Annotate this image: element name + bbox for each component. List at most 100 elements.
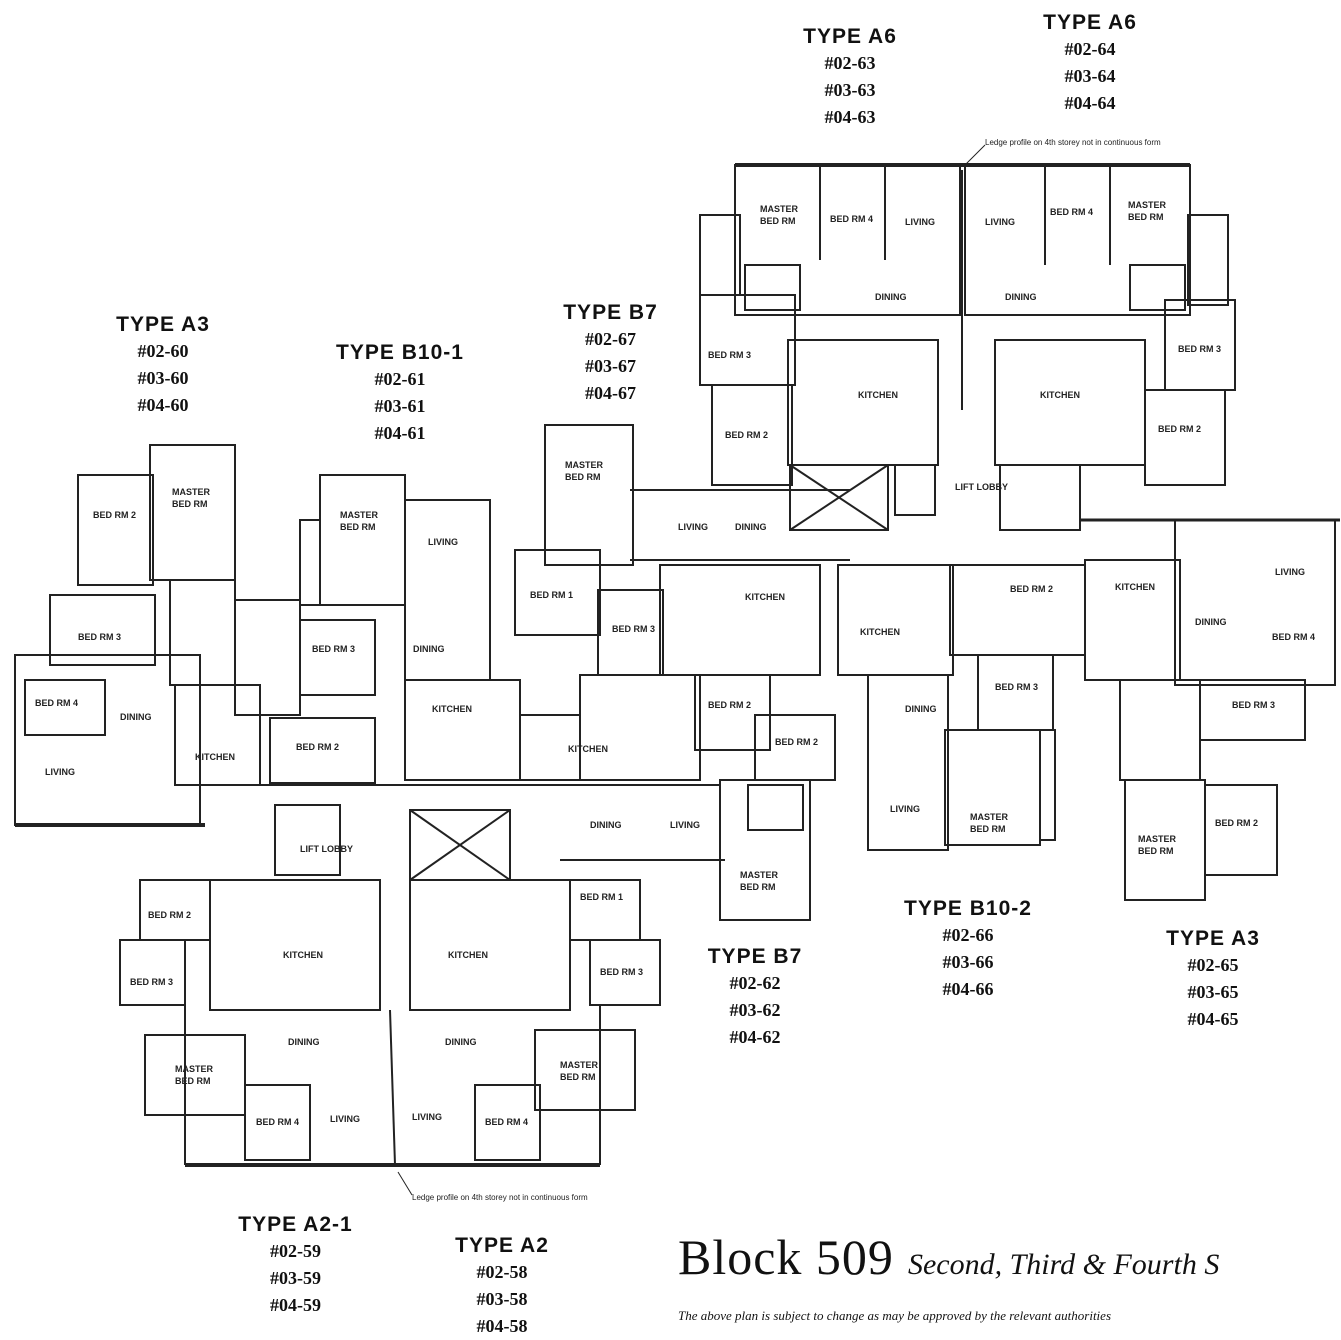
room-living-a6-right: LIVING [985,217,1015,227]
unit-type: TYPE B7 [563,301,658,324]
unit-number: #03-59 [270,1268,321,1289]
room-kitchen-b10-2: KITCHEN [860,627,900,637]
room-master-a6-right-2: BED RM [1128,212,1164,222]
room-master-a3l-2: BED RM [172,499,208,509]
room-bed2-b10-1: BED RM 2 [296,742,339,752]
unit-b10-2-plan [837,564,1086,851]
room-bed4-a6-right: BED RM 4 [1050,207,1093,217]
room-dining-b10-1: DINING [413,644,445,654]
unit-number: #02-60 [137,341,189,362]
unit-label-a6-right: TYPE A6 #02-64 #03-64 #04-64 [1040,10,1140,117]
unit-type: TYPE A6 [1043,11,1137,34]
unit-a3-left-plan [14,444,261,827]
unit-number: #04-59 [270,1295,321,1316]
room-bed3-b10-1: BED RM 3 [312,644,355,654]
room-bed2-a3r: BED RM 2 [1215,818,1258,828]
unit-label-a2-1: TYPE A2-1 #02-59 #03-59 #04-59 [228,1212,363,1319]
room-kitchen-a3l: KITCHEN [195,752,235,762]
unit-number: #02-64 [1064,39,1116,60]
unit-number: #02-63 [824,53,876,74]
unit-number: #04-63 [824,107,876,128]
room-master-b10-1-b: BED RM [340,522,376,532]
room-master-a3r-2: BED RM [1138,846,1174,856]
unit-number: #04-66 [942,979,994,1000]
block-name: Block 509 [678,1229,894,1285]
room-master-b10-1: MASTER [340,510,379,520]
unit-type: TYPE B10-1 [336,341,464,364]
unit-number: #04-60 [137,395,189,416]
unit-label-a3-left: TYPE A3 #02-60 #03-60 #04-60 [108,312,218,419]
unit-label-b10-1: TYPE B10-1 #02-61 #03-61 #04-61 [330,340,470,447]
room-master-b10-2: MASTER [970,812,1009,822]
unit-label-b10-2: TYPE B10-2 #02-66 #03-66 #04-66 [898,896,1038,1003]
room-bed2-b7t: BED RM 2 [708,700,751,710]
room-bed3-a6-left: BED RM 3 [708,350,751,360]
room-bed3-b7t: BED RM 3 [612,624,655,634]
room-living-b7b: LIVING [670,820,700,830]
room-living-a6-left: LIVING [905,217,935,227]
room-master-b7b-2: BED RM [740,882,776,892]
unit-number: #02-65 [1187,955,1239,976]
unit-number: #02-59 [270,1241,321,1262]
unit-b10-1-plan [234,474,521,784]
unit-type: TYPE A3 [116,313,210,336]
unit-type: TYPE B7 [707,945,803,968]
room-kitchen-a2-1: KITCHEN [283,950,323,960]
room-kitchen-a3r: KITCHEN [1115,582,1155,592]
room-bed2-a6-left: BED RM 2 [725,430,768,440]
unit-number: #03-62 [729,1000,781,1021]
unit-number: #03-64 [1064,66,1116,87]
room-bed2-a2-1: BED RM 2 [148,910,191,920]
room-living-b10-2: LIVING [890,804,920,814]
unit-a6-left-plan [699,164,961,531]
room-master-a3r: MASTER [1138,834,1177,844]
disclaimer-text: The above plan is subject to change as m… [678,1308,1111,1323]
unit-number: #03-67 [585,356,636,377]
room-dining-a3l: DINING [120,712,152,722]
room-living-a2-1: LIVING [330,1114,360,1124]
room-lift-a6: LIFT LOBBY [955,482,1008,492]
room-bed3-a6-right: BED RM 3 [1178,344,1221,354]
ledge-note-top: Ledge profile on 4th storey not in conti… [964,138,1161,166]
room-bed3-a2: BED RM 3 [600,967,643,977]
unit-number: #04-58 [476,1316,528,1337]
room-bed2-a3l: BED RM 2 [93,510,136,520]
unit-label-a6-left: TYPE A6 #02-63 #03-63 #04-63 [800,24,900,131]
unit-number: #03-66 [942,952,994,973]
room-dining-b7t: DINING [735,522,767,532]
room-bed2-b7b: BED RM 2 [775,737,818,747]
unit-number: #03-58 [476,1289,528,1310]
ledge-note-top-text: Ledge profile on 4th storey not in conti… [985,138,1161,147]
room-dining-a6-right: DINING [1005,292,1037,302]
room-bed4-a2: BED RM 4 [485,1117,528,1127]
room-kitchen-a2: KITCHEN [448,950,488,960]
room-dining-a6-left: DINING [875,292,907,302]
unit-number: #04-61 [374,423,426,444]
room-master-b7b: MASTER [740,870,779,880]
room-kitchen-a6-left: KITCHEN [858,390,898,400]
unit-label-b7-top: TYPE B7 #02-67 #03-67 #04-67 [558,300,663,407]
unit-a2-1-plan [119,804,395,1167]
room-kitchen-a6-right: KITCHEN [1040,390,1080,400]
unit-type: TYPE A6 [803,25,897,48]
room-master-a2-b: BED RM [560,1072,596,1082]
room-master-bed-a6-left: MASTER [760,204,799,214]
room-bed3-a3r: BED RM 3 [1232,700,1275,710]
room-bed4-a2-1: BED RM 4 [256,1117,299,1127]
room-labels: MASTER BED RM BED RM 4 LIVING LIVING BED… [35,200,1315,1127]
unit-type: TYPE B10-2 [904,897,1032,920]
ledge-note-bottom-text: Ledge profile on 4th storey not in conti… [412,1193,588,1202]
unit-number: #04-65 [1187,1009,1239,1030]
room-master-b7t-2: BED RM [565,472,601,482]
unit-number: #04-62 [729,1027,781,1048]
room-master-a2-1: MASTER [175,1064,214,1074]
room-living-a2: LIVING [412,1112,442,1122]
room-bed3-b10-2: BED RM 3 [995,682,1038,692]
room-master-b7t: MASTER [565,460,604,470]
room-master-a6-right: MASTER [1128,200,1167,210]
room-bed2-b10-2: BED RM 2 [1010,584,1053,594]
unit-number: #04-67 [585,383,636,404]
unit-number: #02-62 [729,973,781,994]
unit-label-a3-right: TYPE A3 #02-65 #03-65 #04-65 [1158,926,1268,1033]
